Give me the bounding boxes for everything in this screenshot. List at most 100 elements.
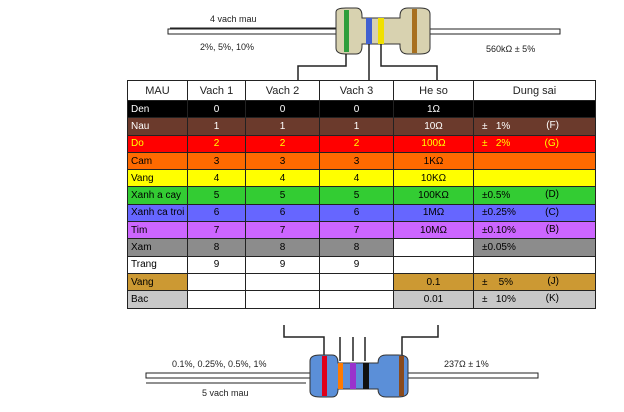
band3-value-cell bbox=[319, 290, 394, 309]
band2-value-cell: 0 bbox=[245, 99, 320, 119]
tolerance-cell: ±0.5% (D) bbox=[473, 186, 596, 205]
band1-value-cell: 4 bbox=[187, 169, 246, 188]
connector5-band1 bbox=[283, 325, 325, 355]
band1-value-cell: 2 bbox=[187, 134, 246, 153]
color-name-cell: Vang bbox=[127, 272, 188, 292]
band2-value-cell: 6 bbox=[245, 203, 320, 223]
band2-value-cell: 2 bbox=[245, 134, 320, 153]
four-band-title: 4 vach mau bbox=[210, 14, 257, 24]
band3-value-cell: 9 bbox=[319, 255, 394, 274]
band3-value-cell: 4 bbox=[319, 169, 394, 188]
tolerance-value: ±0.05% bbox=[482, 242, 516, 254]
table-row: Vang 0.1 ± 5% (J) bbox=[127, 272, 596, 292]
tolerance-value: ± 5% bbox=[482, 276, 514, 288]
band5-violet bbox=[350, 363, 356, 389]
tolerance-code: (D) bbox=[545, 189, 559, 201]
tolerance-value: ±0.5% bbox=[482, 190, 511, 202]
band2-value-cell bbox=[245, 290, 320, 309]
tolerance-code: (J) bbox=[547, 275, 559, 287]
tolerance-cell bbox=[473, 151, 596, 171]
band1-value-cell: 8 bbox=[187, 238, 246, 257]
resistor5-lead-left bbox=[145, 372, 311, 379]
tolerance-cell: ± 10% (K) bbox=[473, 290, 596, 309]
band1-value-cell: 6 bbox=[187, 203, 246, 223]
tolerance-code: (F) bbox=[546, 120, 559, 132]
band1-value-cell: 9 bbox=[187, 255, 246, 274]
header-dung-sai: Dung sai bbox=[473, 80, 596, 101]
multiplier-cell: 10MΩ bbox=[393, 221, 474, 240]
band1-value-cell bbox=[187, 290, 246, 309]
five-band-right-note: 237Ω ± 1% bbox=[444, 359, 489, 369]
five-band-left-note: 0.1%, 0.25%, 0.5%, 1% bbox=[172, 359, 267, 369]
header-he-so: He so bbox=[393, 80, 474, 101]
color-name-cell: Den bbox=[127, 99, 188, 119]
header-vach3: Vach 3 bbox=[319, 80, 394, 101]
tolerance-value: ± 2% bbox=[482, 138, 511, 150]
band3-value-cell: 0 bbox=[319, 99, 394, 119]
band3-value-cell: 2 bbox=[319, 134, 394, 153]
color-name-cell: Trang bbox=[127, 255, 188, 274]
band3-value-cell: 6 bbox=[319, 203, 394, 223]
multiplier-cell: 100Ω bbox=[393, 134, 474, 153]
band-yellow bbox=[378, 18, 384, 44]
color-name-cell: Do bbox=[127, 134, 188, 153]
table-header-row: MAU Vach 1 Vach 2 Vach 3 He so Dung sai bbox=[127, 80, 596, 101]
band1-value-cell: 0 bbox=[187, 99, 246, 119]
connector-band3 bbox=[380, 44, 438, 80]
multiplier-cell: 1KΩ bbox=[393, 151, 474, 171]
connector5-band5 bbox=[401, 325, 439, 355]
band1-value-cell: 5 bbox=[187, 186, 246, 205]
connector-band1 bbox=[297, 54, 347, 80]
tolerance-cell: ±0.05% bbox=[473, 238, 596, 257]
multiplier-cell: 0.01 bbox=[393, 290, 474, 309]
tolerance-code: (B) bbox=[545, 224, 559, 236]
multiplier-cell: 0.1 bbox=[393, 272, 474, 292]
color-name-cell: Xanh a cay bbox=[127, 186, 188, 205]
tolerance-code: (K) bbox=[545, 293, 559, 305]
band2-value-cell: 9 bbox=[245, 255, 320, 274]
band3-value-cell: 8 bbox=[319, 238, 394, 257]
band2-value-cell: 7 bbox=[245, 221, 320, 240]
band1-value-cell: 3 bbox=[187, 151, 246, 171]
band2-value-cell: 4 bbox=[245, 169, 320, 188]
four-band-left-note: 2%, 5%, 10% bbox=[200, 42, 254, 52]
resistor-color-code-table: MAU Vach 1 Vach 2 Vach 3 He so Dung sai … bbox=[127, 80, 596, 309]
color-name-cell: Tim bbox=[127, 221, 188, 240]
band3-value-cell: 7 bbox=[319, 221, 394, 240]
resistor-lead-left bbox=[167, 28, 337, 35]
four-band-resistor-diagram: 4 vach mau 2%, 5%, 10% 560kΩ ± 5% bbox=[167, 7, 561, 80]
band2-value-cell: 8 bbox=[245, 238, 320, 257]
resistor5-lead-right bbox=[407, 372, 539, 379]
band1-value-cell bbox=[187, 272, 246, 292]
five-band-title: 5 vach mau bbox=[202, 388, 249, 398]
tolerance-cell: ± 1%(F) bbox=[473, 117, 596, 136]
tolerance-cell bbox=[473, 255, 596, 274]
band5-orange bbox=[338, 363, 343, 389]
header-vach1: Vach 1 bbox=[187, 80, 246, 101]
band2-value-cell bbox=[245, 272, 320, 292]
band1-value-cell: 7 bbox=[187, 221, 246, 240]
band-blue bbox=[366, 18, 372, 44]
resistor-lead-right bbox=[429, 28, 561, 35]
band1-value-cell: 1 bbox=[187, 117, 246, 136]
five-band-resistor-diagram: 0.1%, 0.25%, 0.5%, 1% 237Ω ± 1% 5 vach m… bbox=[145, 325, 539, 398]
tolerance-value: ± 10% bbox=[482, 293, 516, 305]
multiplier-cell: 1Ω bbox=[393, 99, 474, 119]
band3-value-cell: 1 bbox=[319, 117, 394, 136]
band5-black bbox=[363, 363, 369, 389]
multiplier-cell: 10Ω bbox=[393, 117, 474, 136]
band-gold bbox=[412, 9, 417, 53]
tolerance-cell bbox=[473, 99, 596, 119]
color-name-cell: Xam bbox=[127, 238, 188, 257]
color-name-cell: Xanh ca troi bbox=[127, 203, 188, 223]
band5-brown bbox=[399, 356, 404, 396]
multiplier-cell bbox=[393, 255, 474, 274]
